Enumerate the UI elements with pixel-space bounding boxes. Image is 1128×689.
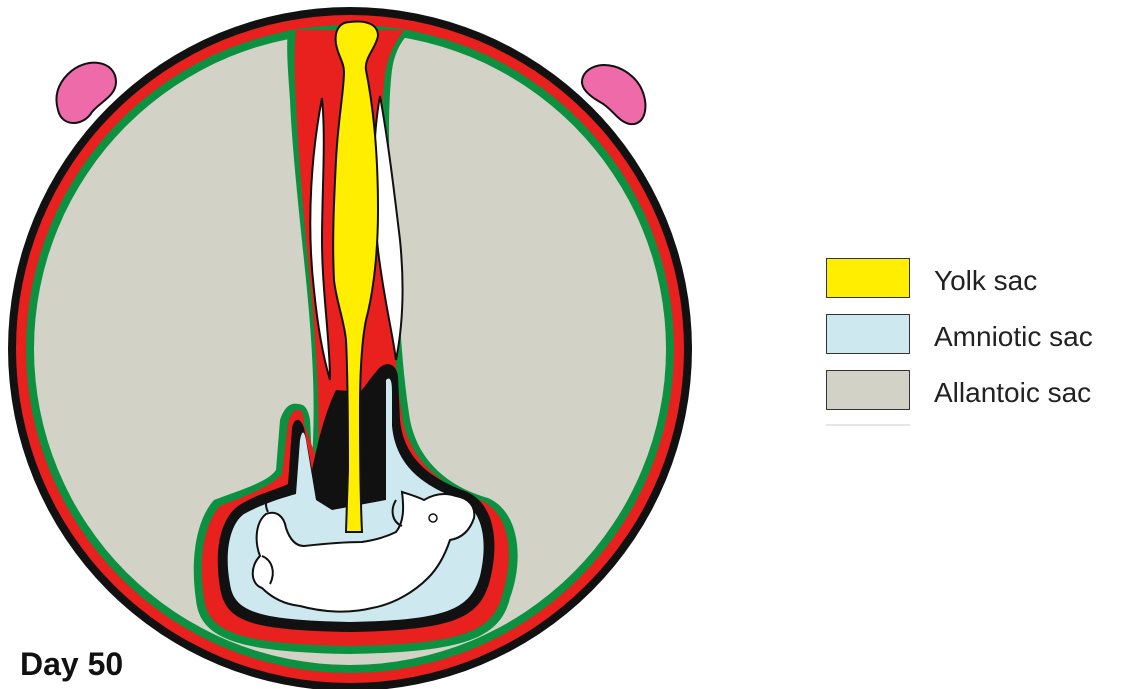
legend-label-yolk-sac: Yolk sac (934, 265, 1037, 297)
legend-item-amniotic-sac: Amniotic sac (826, 314, 1126, 370)
legend-item-allantoic-sac: Allantoic sac (826, 370, 1126, 426)
legend-divider (826, 424, 910, 426)
legend: Yolk sac Amniotic sac Allantoic sac (826, 258, 1126, 426)
fetus-eye (429, 514, 437, 522)
legend-swatch-amniotic-sac (826, 314, 910, 354)
legend-label-amniotic-sac: Amniotic sac (934, 321, 1093, 353)
legend-item-yolk-sac: Yolk sac (826, 258, 1126, 314)
legend-swatch-yolk-sac (826, 258, 910, 298)
conceptus-diagram (0, 0, 700, 689)
legend-swatch-allantoic-sac (826, 370, 910, 410)
legend-label-allantoic-sac: Allantoic sac (934, 377, 1091, 409)
day-label: Day 50 (20, 646, 123, 683)
